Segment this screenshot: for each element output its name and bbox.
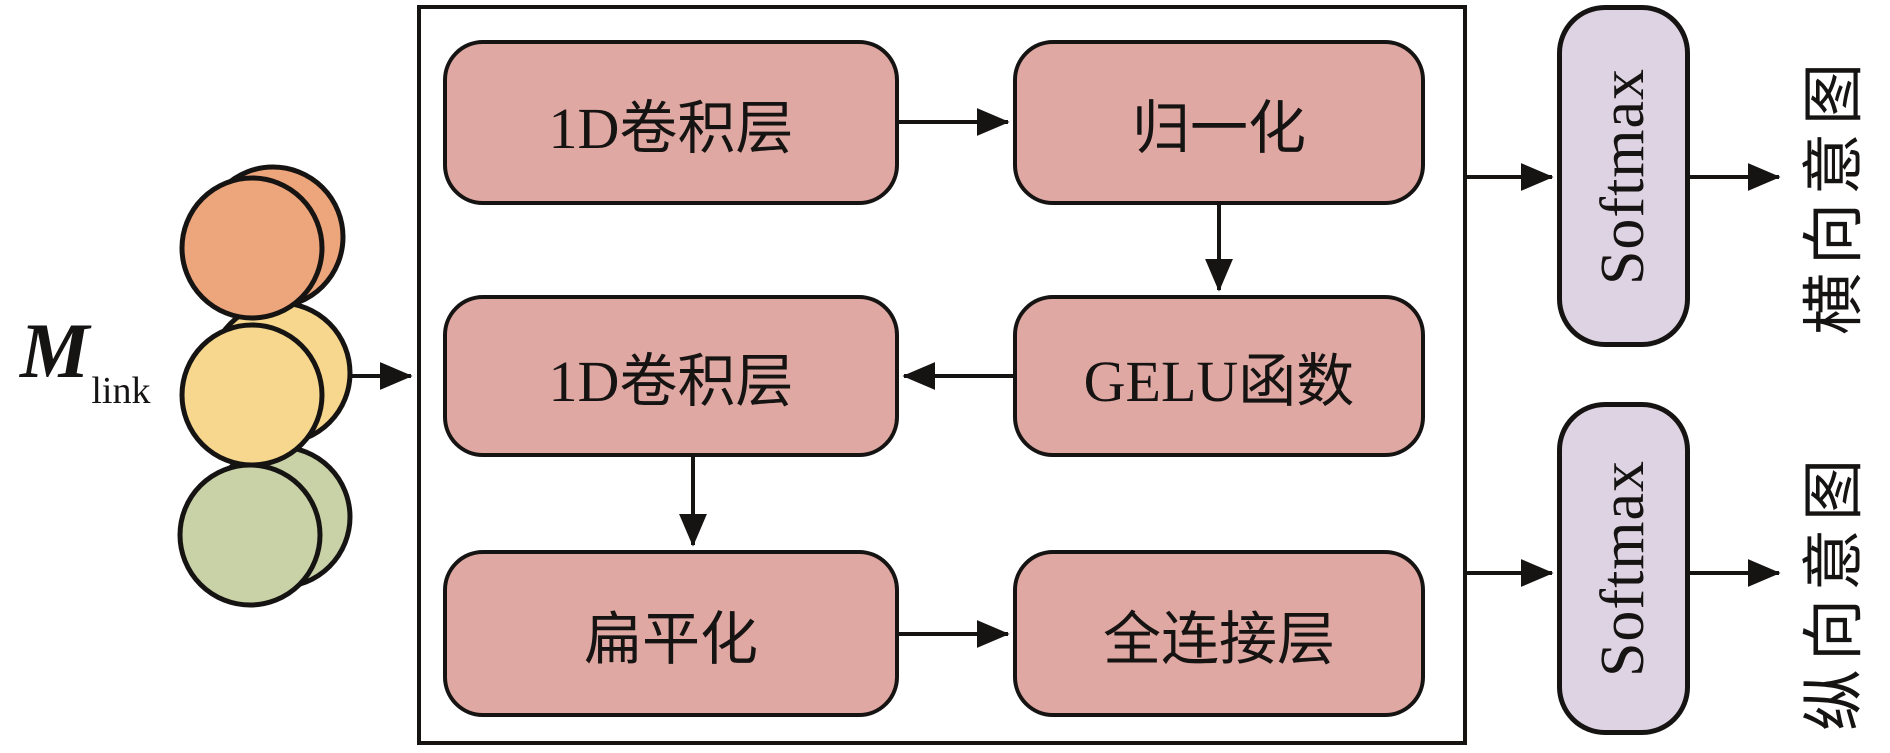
block-flatten: 扁平化: [443, 550, 899, 717]
input-circle-yellow-front: [179, 322, 325, 468]
block-gelu-label: GELU函数: [1083, 349, 1355, 414]
block-normalize: 归一化: [1013, 40, 1425, 205]
block-normalize-label: 归一化: [1131, 95, 1306, 161]
output-vertical-intent-label: 纵向意图: [1801, 450, 1870, 732]
block-conv1d-mid-label: 1D卷积层: [548, 349, 794, 414]
block-fully-connected-label: 全连接层: [1102, 606, 1335, 672]
block-gelu: GELU函数: [1013, 295, 1425, 457]
output-horizontal-intent: 横向意图: [1782, 50, 1874, 340]
input-circle-green-front: [177, 462, 323, 608]
network-container-box: [417, 5, 1467, 745]
output-vertical-intent: 纵向意图: [1782, 446, 1874, 736]
softmax-bottom-block: Softmax: [1557, 402, 1690, 735]
input-matrix-subscript: link: [91, 370, 151, 412]
block-conv1d-mid: 1D卷积层: [443, 295, 899, 457]
block-conv1d-top-label: 1D卷积层: [548, 95, 794, 161]
softmax-top-block: Softmax: [1557, 5, 1690, 347]
input-matrix-symbol: M: [20, 307, 90, 394]
output-horizontal-intent-label: 横向意图: [1801, 54, 1870, 336]
block-flatten-label: 扁平化: [583, 606, 758, 672]
input-matrix-label: Mlink: [20, 312, 150, 413]
block-fully-connected: 全连接层: [1013, 550, 1425, 717]
block-conv1d-top: 1D卷积层: [443, 40, 899, 205]
input-circle-orange-front: [179, 175, 325, 321]
softmax-top-label: Softmax: [1589, 67, 1658, 285]
softmax-bottom-label: Softmax: [1589, 459, 1658, 678]
